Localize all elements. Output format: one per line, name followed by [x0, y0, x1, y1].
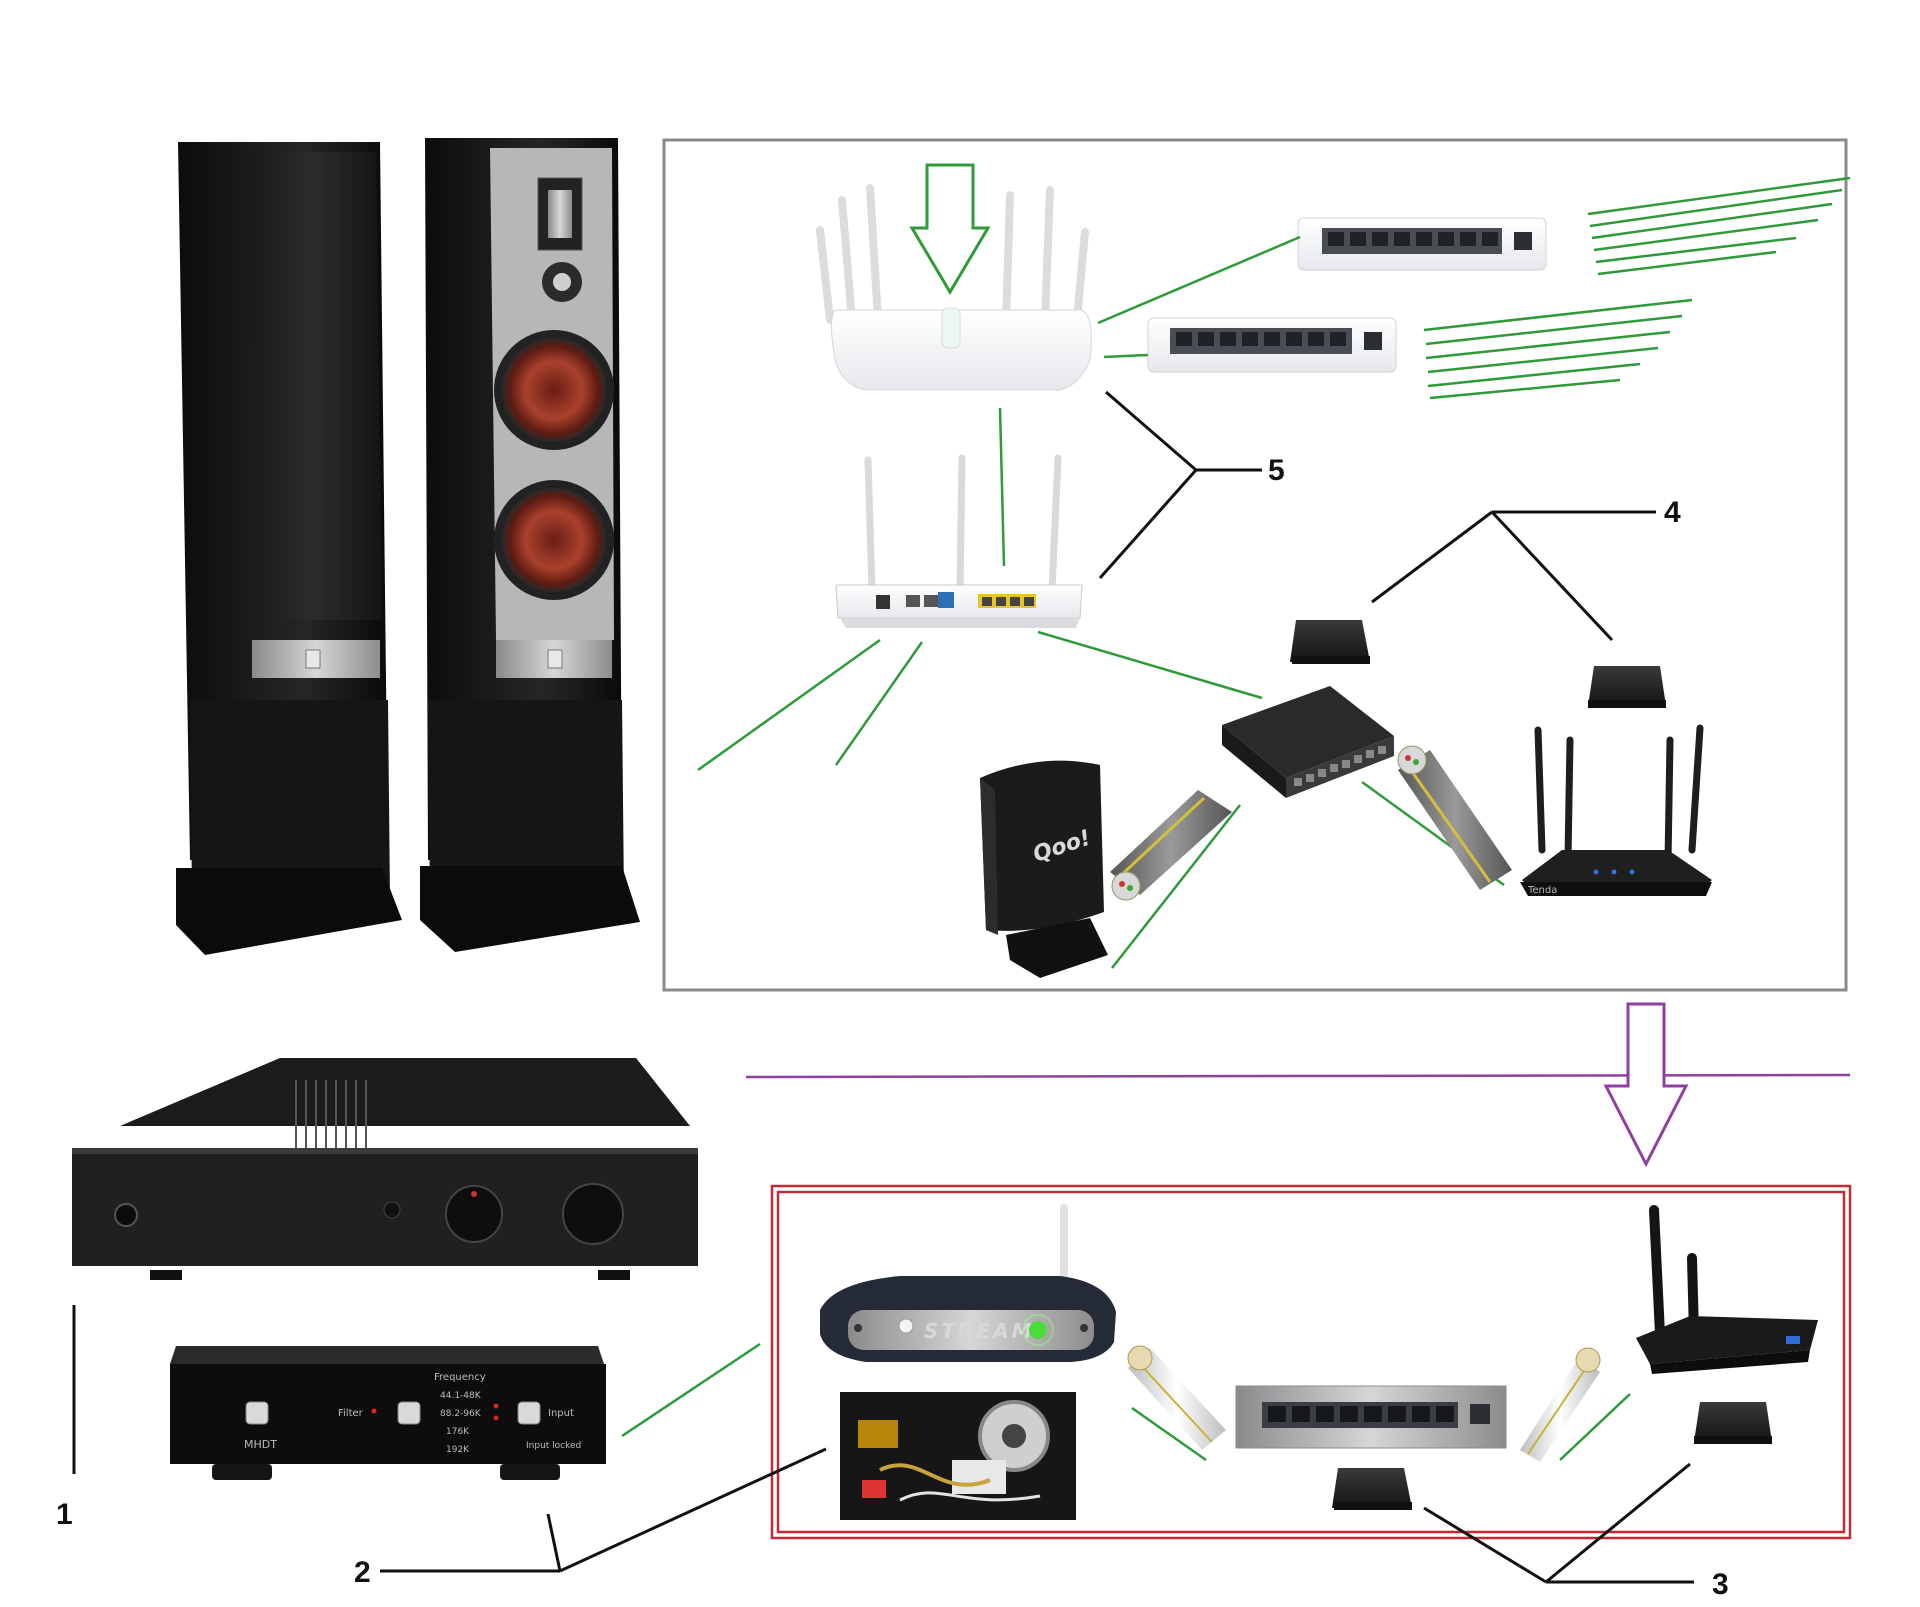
dac-unit: MHDT Filter Frequency 44.1-48K 88.2-96K …	[170, 1346, 606, 1480]
linear-power-supply-photo	[840, 1392, 1076, 1520]
black-router-brand: Tenda	[1527, 885, 1557, 896]
dac-input-label: Input	[548, 1408, 574, 1419]
dac-frequency-title: Frequency	[434, 1372, 486, 1383]
power-supply-4a	[1290, 620, 1370, 664]
network-group-frame	[662, 138, 1848, 992]
dac-filter-label: Filter	[338, 1408, 364, 1419]
tv-box: Qoo!	[980, 760, 1108, 978]
callout-5: 5	[1268, 454, 1285, 487]
speaker-left	[176, 142, 402, 955]
switch-black	[1222, 686, 1394, 798]
network-streamer: STREAM	[820, 1204, 1116, 1362]
flow-down-arrow-icon	[1603, 1002, 1689, 1168]
switch-silver	[1235, 1385, 1507, 1449]
section-divider	[745, 1073, 1851, 1079]
audio-network-links	[1131, 1393, 1631, 1462]
dac-frequency-4: 192K	[446, 1445, 470, 1455]
ethernet-cable-left	[1110, 790, 1232, 901]
dac-frequency-3: 176K	[446, 1427, 470, 1437]
callout-3: 3	[1712, 1568, 1729, 1601]
switch-white-middle	[1147, 317, 1397, 373]
link-dac-streamer	[621, 1342, 761, 1438]
callout-lines-audio	[380, 1447, 1694, 1584]
ethernet-cable-right	[1397, 745, 1512, 890]
dac-frequency-2: 88.2-96K	[440, 1409, 482, 1419]
audio-cable-right	[1520, 1347, 1601, 1462]
dac-frequency-1: 44.1-48K	[440, 1391, 482, 1401]
callout-lines-network	[1098, 390, 1656, 642]
secondary-router	[835, 454, 1083, 628]
power-supply-3b	[1694, 1402, 1772, 1444]
network-links	[697, 176, 1851, 969]
callout-2: 2	[354, 1556, 371, 1589]
switch-white-top	[1297, 217, 1547, 271]
dac-input-locked-label: Input locked	[526, 1441, 581, 1451]
streamer-label: STREAM	[924, 1319, 1035, 1343]
speaker-right	[420, 138, 640, 952]
speaker-pair	[176, 138, 640, 955]
power-supply-3a	[1332, 1468, 1412, 1510]
internet-in-arrow-icon	[909, 163, 991, 295]
integrated-amplifier	[72, 1058, 698, 1280]
power-supply-4b	[1588, 666, 1666, 708]
mini-router	[1636, 1205, 1818, 1374]
dac-brand: MHDT	[244, 1438, 277, 1451]
black-router: Tenda	[1520, 724, 1712, 896]
callout-1: 1	[56, 1498, 73, 1531]
audio-cable-left	[1127, 1345, 1226, 1450]
main-router	[816, 184, 1092, 391]
audio-group-frame	[770, 1184, 1852, 1540]
callout-4: 4	[1664, 496, 1681, 529]
